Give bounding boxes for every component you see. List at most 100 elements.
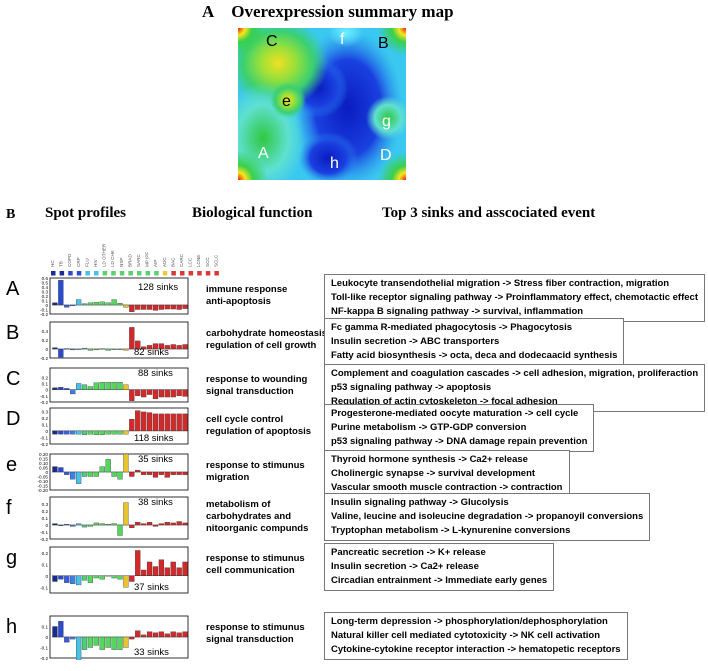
- profile-bar: [141, 523, 147, 526]
- profile-bar: [52, 466, 58, 473]
- profile-bar: [182, 344, 188, 350]
- profile-bar: [58, 430, 64, 435]
- profile-bar: [105, 459, 111, 473]
- y-tick-label: 0.20: [39, 452, 48, 457]
- sample-label: FLU: [84, 258, 89, 267]
- profile-bar: [117, 303, 123, 306]
- profile-bar: [141, 634, 147, 638]
- profile-bar: [99, 466, 105, 473]
- map-label-e: e: [282, 93, 291, 110]
- y-tick-label: 0: [45, 635, 48, 640]
- profile-bar: [64, 388, 70, 390]
- sink-event: Insulin secretion -> Ca2+ release: [331, 561, 479, 572]
- sink-event: Natural killer cell mediated cytotoxicit…: [331, 630, 600, 641]
- plot-frame: [49, 277, 189, 315]
- profile-bar: [99, 301, 105, 306]
- profile-bar: [64, 524, 70, 526]
- profile-bar: [141, 389, 147, 398]
- profile-bar: [152, 524, 159, 527]
- biological-function-line: response to stimunus: [206, 460, 305, 471]
- profile-bar: [93, 575, 99, 579]
- profile-bar: [93, 522, 99, 526]
- sink-event: Cholinergic synapse -> survival developm…: [331, 468, 536, 479]
- profile-bar: [135, 470, 141, 473]
- top-sinks-box: Progesterone-mediated oocyte maturation …: [324, 404, 595, 452]
- sinks-count: 37 sinks: [134, 582, 169, 593]
- y-tick-label: -0.2: [40, 442, 48, 446]
- profile-bar: [70, 430, 76, 435]
- plot-frame: [49, 407, 189, 445]
- sample-label: TB: [59, 261, 64, 267]
- profile-bar: [70, 348, 76, 351]
- profile-bar: [146, 631, 153, 638]
- profile-bar: [158, 471, 164, 475]
- profile-bar: [129, 327, 135, 350]
- biological-function-line: nitoorganic compunds: [206, 523, 309, 534]
- sample-label: BAC: [170, 257, 175, 267]
- panel-a-title: A Overexpression summary map: [202, 2, 454, 22]
- sample-color-swatch: [59, 271, 65, 276]
- profile-bar: [117, 471, 123, 480]
- y-tick-label: 0: [45, 574, 48, 579]
- profile-bar: [164, 389, 170, 398]
- profile-bar: [87, 471, 94, 477]
- profile-bar: [58, 524, 64, 526]
- sample-label: BRAD: [127, 254, 132, 267]
- profile-bar: [146, 389, 153, 395]
- row-letter: g: [6, 547, 18, 569]
- profile-bar: [123, 636, 129, 648]
- profile-bar: [111, 471, 117, 477]
- profile-bar: [182, 471, 188, 475]
- profile-bar: [152, 343, 159, 350]
- y-tick-label: 0.2: [42, 294, 49, 299]
- y-tick-label: 0: [45, 429, 48, 434]
- profile-bar: [64, 348, 70, 350]
- profile-bar: [158, 413, 164, 432]
- map-label-a: A: [258, 145, 269, 162]
- profile-bar: [123, 575, 129, 588]
- y-tick-label: 0.1: [42, 562, 49, 567]
- profile-bar: [182, 389, 188, 397]
- profile-bar: [164, 413, 170, 432]
- sample-color-swatch: [171, 271, 176, 276]
- panel-b-letter: B: [6, 207, 16, 222]
- profile-bar: [158, 304, 164, 310]
- y-tick-label: 0.2: [42, 551, 49, 556]
- y-tick-label: 0.2: [42, 375, 49, 380]
- row-letter: e: [6, 454, 18, 476]
- profile-bar: [182, 304, 188, 309]
- profile-bar: [146, 522, 153, 526]
- y-tick-label: -0.1: [40, 435, 48, 440]
- profile-bar: [52, 302, 58, 306]
- plot-frame: [49, 496, 189, 540]
- sample-label: HC: [50, 260, 55, 267]
- profile-bar: [58, 348, 64, 358]
- y-tick-label: 0.1: [42, 625, 49, 630]
- profile-bar: [52, 430, 58, 435]
- profile-bar: [81, 430, 88, 435]
- sample-color-swatch: [180, 271, 185, 276]
- y-tick-label: 0: [45, 388, 48, 393]
- profile-bar: [52, 347, 58, 350]
- profile-bar: [152, 632, 159, 638]
- profile-bar: [176, 345, 182, 350]
- profile-bar: [164, 633, 170, 638]
- profile-bar: [117, 430, 123, 435]
- profile-bar: [93, 302, 99, 306]
- profile-bar: [105, 382, 111, 390]
- top-sinks-box: Long-term depression -> phosphorylation/…: [324, 612, 628, 660]
- profile-bar: [99, 636, 105, 650]
- y-tick-label: 0.15: [39, 457, 48, 462]
- sample-label: CARC: [179, 253, 184, 267]
- profile-bar: [81, 347, 88, 350]
